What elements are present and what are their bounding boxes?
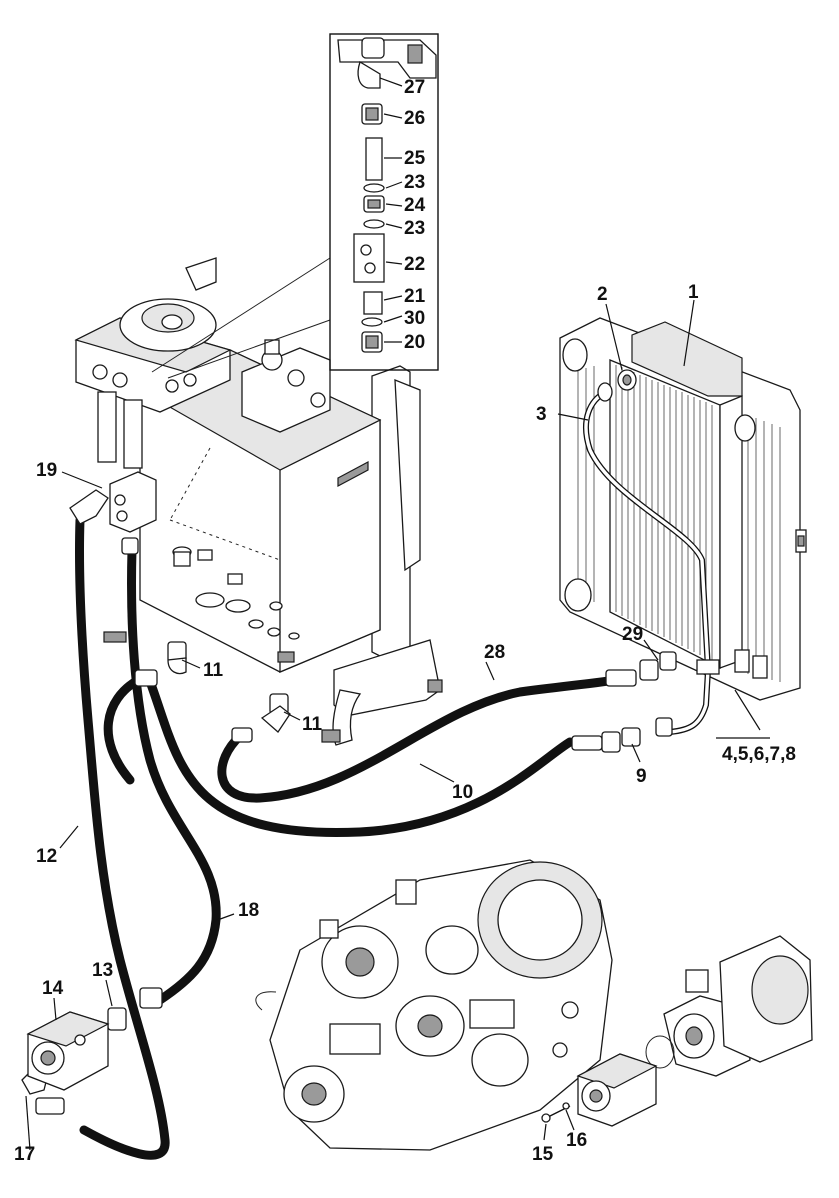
hose-12 <box>74 515 170 1160</box>
part-number-labels: 1 2 3 4,5,6,7,8 9 10 11 11 12 13 14 15 1… <box>14 77 796 1165</box>
label-part-24: 24 <box>404 195 426 216</box>
label-part-10: 10 <box>452 782 473 803</box>
transmission-assembly <box>255 859 613 1151</box>
label-part-20: 20 <box>404 332 425 353</box>
label-part-30: 30 <box>404 308 425 329</box>
hose-18 <box>127 545 221 1005</box>
label-part-2: 2 <box>597 284 608 305</box>
label-part-28: 28 <box>484 642 505 663</box>
label-part-15: 15 <box>532 1144 554 1165</box>
label-part-11-upper: 11 <box>203 660 224 681</box>
label-part-29: 29 <box>622 624 643 645</box>
zoom-callout <box>151 257 331 379</box>
label-part-22: 22 <box>404 254 425 275</box>
label-part-19: 19 <box>36 460 57 481</box>
label-part-3: 3 <box>536 404 547 425</box>
callout-lines <box>25 77 770 1151</box>
label-part-12: 12 <box>36 846 57 867</box>
label-part-16: 16 <box>566 1130 587 1151</box>
label-part-18: 18 <box>238 900 259 921</box>
label-part-23-upper: 23 <box>404 172 425 193</box>
label-part-21: 21 <box>404 286 426 307</box>
hydraulic-pump-assembly <box>541 935 813 1127</box>
label-part-1: 1 <box>688 282 699 303</box>
hose-28 <box>217 673 631 803</box>
label-parts-4-8: 4,5,6,7,8 <box>722 744 796 765</box>
hose-10 <box>143 671 575 838</box>
label-part-27: 27 <box>404 77 425 98</box>
label-part-14: 14 <box>42 978 64 999</box>
label-part-26: 26 <box>404 108 425 129</box>
label-part-9: 9 <box>636 766 647 787</box>
label-part-25: 25 <box>404 148 426 169</box>
hose-lower-return <box>103 675 143 785</box>
filter-detail-box <box>329 33 439 371</box>
hydraulic-tank-assembly <box>74 257 443 746</box>
label-part-17: 17 <box>14 1144 35 1165</box>
label-part-23-lower: 23 <box>404 218 425 239</box>
oil-cooler-assembly <box>559 317 807 701</box>
hose-fittings <box>21 489 677 1115</box>
label-part-13: 13 <box>92 960 113 981</box>
label-part-11-lower: 11 <box>302 714 323 735</box>
gear-pump-14 <box>26 1011 110 1091</box>
